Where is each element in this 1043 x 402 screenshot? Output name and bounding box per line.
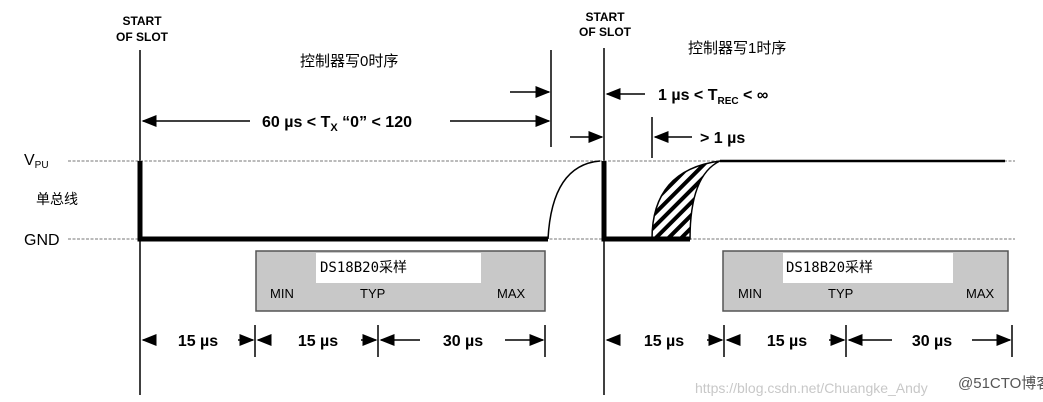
bus-label: 单总线 <box>36 191 78 207</box>
write0-title: 控制器写0时序 <box>300 53 398 70</box>
sample-title: DS18B20采样 <box>786 260 873 276</box>
duration-1b: 15 µs <box>644 333 684 350</box>
write1-title: 控制器写1时序 <box>688 40 786 57</box>
duration-markers <box>141 325 1013 357</box>
gt1-label: > 1 µs <box>700 130 745 147</box>
slot-label-2b: OF SLOT <box>579 25 632 39</box>
sample-min: MIN <box>738 286 762 301</box>
sample-typ: TYP <box>360 286 385 301</box>
duration-2a: 15 µs <box>298 333 338 350</box>
sample-box-2: DS18B20采样 MIN TYP MAX <box>722 250 1009 312</box>
write1-waveform <box>601 161 690 242</box>
sample-title: DS18B20采样 <box>320 260 407 276</box>
slot-label-1: START <box>122 14 162 28</box>
sample-typ: TYP <box>828 286 853 301</box>
sample-min: MIN <box>270 286 294 301</box>
watermark-url: https://blog.csdn.net/Chuangke_Andy <box>695 380 928 396</box>
slot-label-1b: OF SLOT <box>116 30 169 44</box>
sample-box-1: DS18B20采样 MIN TYP MAX <box>255 250 546 312</box>
tx0-label: 60 µs < TX “0” < 120 <box>262 114 412 134</box>
vpu-label: VPU <box>24 152 49 171</box>
duration-2b: 15 µs <box>767 333 807 350</box>
sample-max: MAX <box>497 286 526 301</box>
write0-waveform <box>137 161 548 242</box>
recovery-hatch <box>651 160 721 240</box>
dimension-arrows <box>141 86 692 143</box>
sample-max: MAX <box>966 286 995 301</box>
duration-3b: 30 µs <box>912 333 952 350</box>
pullup-curve <box>547 160 601 240</box>
slot-label-2: START <box>585 10 625 24</box>
duration-1a: 15 µs <box>178 333 218 350</box>
watermark-brand: @51CTO博客 <box>958 375 1043 392</box>
trec-label: 1 µs < TREC < ∞ <box>658 87 768 107</box>
gnd-label: GND <box>24 232 60 249</box>
duration-3a: 30 µs <box>443 333 483 350</box>
